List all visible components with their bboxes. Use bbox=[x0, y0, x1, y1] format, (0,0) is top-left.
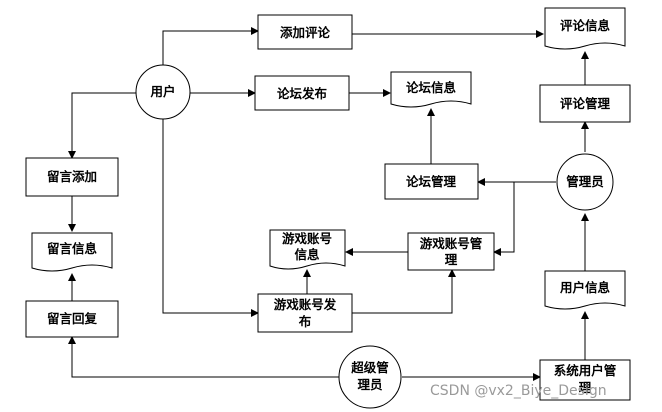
node-sys-user-mgmt: 系统用户管 理 bbox=[539, 359, 631, 401]
node-super-admin: 超级管 理员 bbox=[338, 345, 402, 409]
node-game-acct-post-label-line1: 游戏账号发 bbox=[274, 297, 337, 312]
node-user: 用户 bbox=[135, 64, 191, 120]
node-msg-reply-label: 留言回复 bbox=[47, 311, 98, 326]
node-game-acct-mgmt: 游戏账号管 理 bbox=[407, 232, 495, 271]
node-user-label: 用户 bbox=[149, 84, 175, 99]
node-forum-mgmt-label: 论坛管理 bbox=[406, 174, 457, 189]
edge-user-to-msg-add bbox=[68, 92, 138, 159]
edge-user-to-game-acct-post bbox=[162, 119, 259, 317]
node-user-info: 用户信息 bbox=[544, 270, 626, 310]
node-add-comment-label: 添加评论 bbox=[280, 25, 331, 40]
node-comment-mgmt-label: 评论管理 bbox=[560, 96, 611, 111]
node-forum-mgmt: 论坛管理 bbox=[384, 163, 479, 200]
node-msg-reply: 留言回复 bbox=[25, 300, 119, 338]
node-admin-label: 管理员 bbox=[566, 174, 604, 189]
node-msg-info: 留言信息 bbox=[31, 232, 113, 272]
node-sys-user-mgmt-label-line1: 系统用户管 bbox=[554, 363, 617, 378]
edge-user-to-add-comment bbox=[162, 27, 259, 65]
node-admin: 管理员 bbox=[556, 153, 614, 211]
node-game-acct-mgmt-label-line2: 理 bbox=[445, 252, 458, 267]
node-msg-add: 留言添加 bbox=[25, 157, 119, 197]
node-forum-post-label: 论坛发布 bbox=[277, 86, 328, 101]
node-msg-add-label: 留言添加 bbox=[47, 169, 97, 184]
node-forum-post: 论坛发布 bbox=[254, 75, 350, 111]
watermark: CSDN @vx2_Biye_Design bbox=[430, 383, 607, 399]
node-super-admin-label-line2: 理员 bbox=[357, 377, 383, 392]
node-sys-user-mgmt-label-line2: 理 bbox=[579, 380, 592, 395]
node-forum-info: 论坛信息 bbox=[390, 71, 472, 108]
node-comment-mgmt: 评论管理 bbox=[539, 84, 631, 123]
node-user-info-label: 用户信息 bbox=[559, 280, 611, 295]
node-comment-info-label: 评论信息 bbox=[560, 18, 611, 33]
node-game-acct-info-label-line1: 游戏账号 bbox=[282, 231, 332, 246]
node-forum-info-label: 论坛信息 bbox=[406, 80, 457, 95]
node-game-acct-info-label-line2: 信息 bbox=[294, 247, 320, 262]
node-game-acct-info: 游戏账号 信息 bbox=[269, 229, 346, 270]
edges bbox=[68, 27, 589, 381]
node-super-admin-label-line1: 超级管 bbox=[350, 360, 389, 375]
node-add-comment: 添加评论 bbox=[257, 14, 353, 50]
edge-super-admin-to-msg-reply bbox=[68, 336, 340, 378]
edge-game-acct-post-to-game-acct-mgmt bbox=[352, 269, 456, 314]
edge-admin-to-game-acct-mgmt bbox=[493, 182, 515, 256]
node-game-acct-post-label-line2: 布 bbox=[299, 314, 312, 329]
node-game-acct-post: 游戏账号发 布 bbox=[257, 293, 353, 333]
node-comment-info: 评论信息 bbox=[544, 7, 626, 50]
node-msg-info-label: 留言信息 bbox=[47, 241, 98, 256]
node-game-acct-mgmt-label-line1: 游戏账号管 bbox=[420, 236, 483, 251]
